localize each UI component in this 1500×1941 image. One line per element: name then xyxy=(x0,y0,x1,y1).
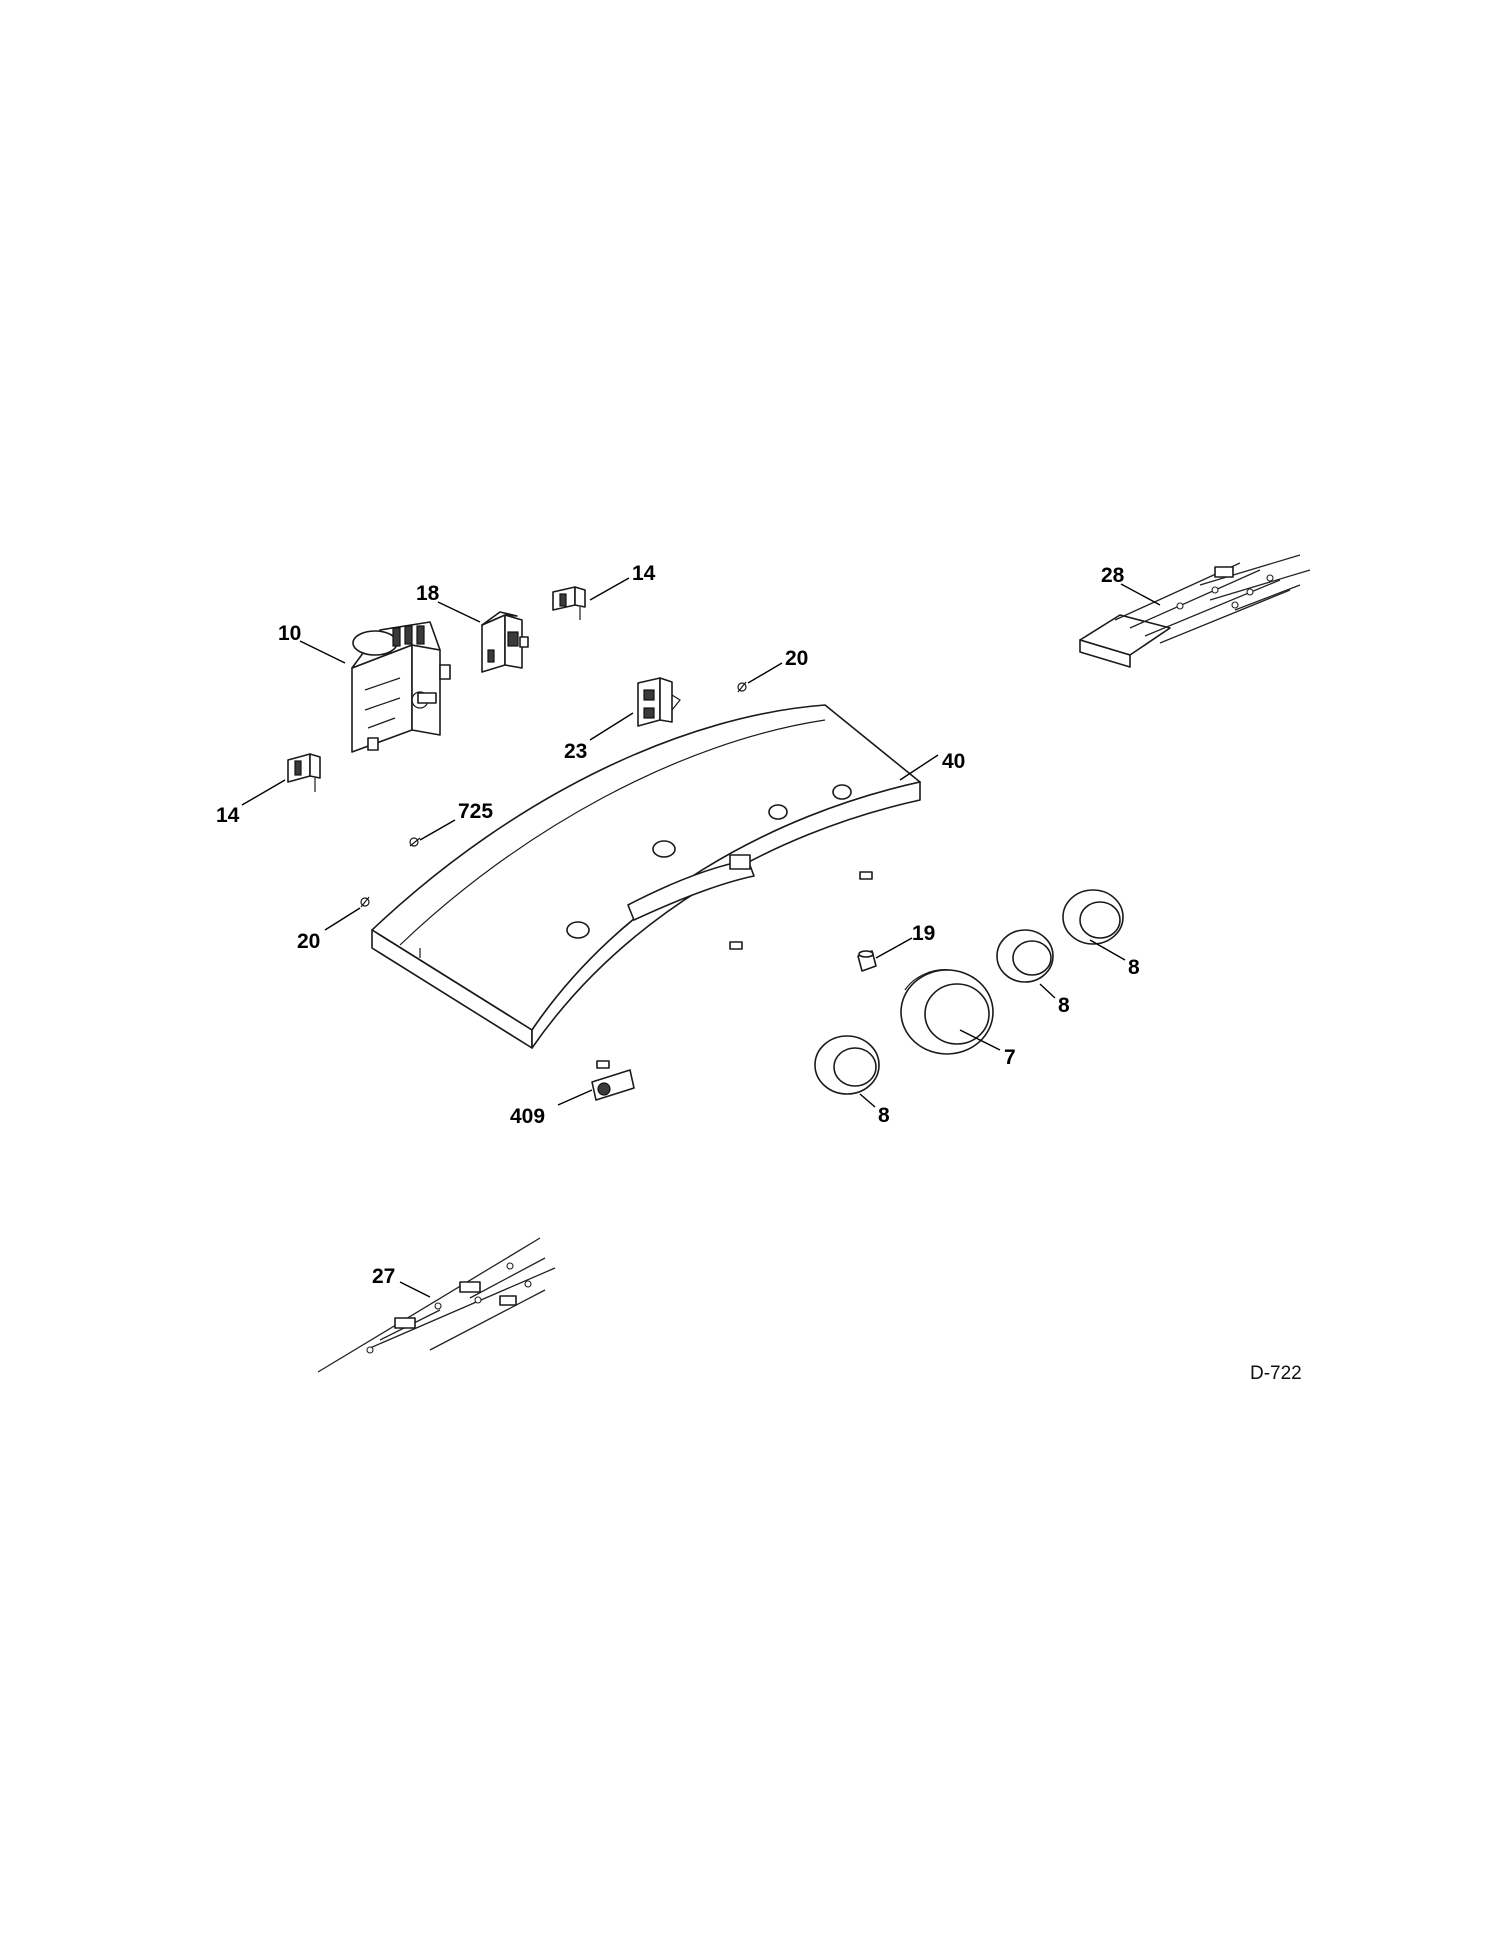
wire-harness-part-27 xyxy=(317,1237,556,1373)
switch-part-18 xyxy=(481,611,529,673)
callout-8-right: 8 xyxy=(1128,956,1140,979)
timer-part-10 xyxy=(351,621,451,753)
callout-28: 28 xyxy=(1101,564,1125,587)
knob-part-7 xyxy=(900,969,994,1055)
callout-409: 409 xyxy=(510,1105,545,1128)
callout-7: 7 xyxy=(1004,1046,1016,1069)
control-panel-part-40 xyxy=(371,704,921,1069)
switch-part-23 xyxy=(637,677,681,727)
screw-part-20-upper xyxy=(737,681,747,693)
callout-8-middle: 8 xyxy=(1058,994,1070,1017)
callout-23: 23 xyxy=(564,740,587,763)
callout-725: 725 xyxy=(458,800,493,823)
callout-18: 18 xyxy=(416,582,440,605)
knob-part-8-right xyxy=(1062,889,1124,945)
rotary-switch-part-14-lower xyxy=(287,753,321,792)
drawing-code: D-722 xyxy=(1250,1363,1302,1384)
callout-20-lower: 20 xyxy=(297,930,320,953)
rotary-switch-part-14-upper xyxy=(552,586,586,620)
callout-40: 40 xyxy=(942,750,965,773)
wire-harness-part-28 xyxy=(1079,554,1311,668)
knob-part-8-middle xyxy=(996,929,1054,983)
callout-27: 27 xyxy=(372,1265,395,1288)
screw-part-725 xyxy=(409,837,421,847)
knob-part-8-lower xyxy=(814,1035,880,1095)
callout-labels: 10 18 14 20 14 23 725 20 40 28 19 8 8 7 … xyxy=(216,562,1140,1288)
callout-14-lower: 14 xyxy=(216,804,240,827)
callout-20-upper: 20 xyxy=(785,647,808,670)
leader-lines xyxy=(241,577,1161,1298)
callout-14-upper: 14 xyxy=(632,562,656,585)
callout-8-lower: 8 xyxy=(878,1104,890,1127)
screw-part-20-lower xyxy=(360,896,370,908)
button-part-19 xyxy=(857,950,877,972)
callout-19: 19 xyxy=(912,922,935,945)
badge-part-409 xyxy=(591,1069,635,1101)
callout-10: 10 xyxy=(278,622,301,645)
